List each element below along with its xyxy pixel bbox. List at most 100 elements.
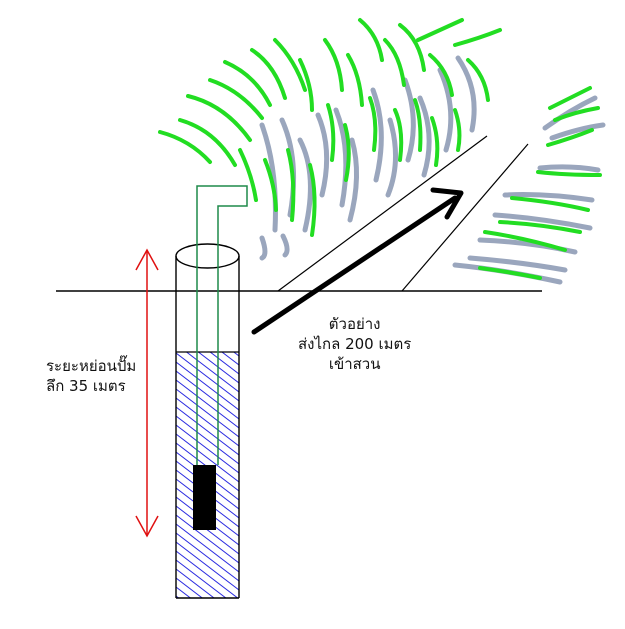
well-casing-top [175,243,240,269]
water-hatch-line [232,352,239,357]
delivery-distance-label: ตัวอย่าง ส่งไกล 200 เมตร เข้าสวน [298,314,411,374]
foliage-leaf [478,266,542,280]
water-hatch-line [209,352,239,375]
foliage-stem [402,77,416,163]
water-hatch-line [176,388,239,438]
water-hatch-line [176,415,239,465]
foliage-stem [549,122,606,141]
foliage-leaf [286,148,296,222]
delivery-distance-label-line1: ตัวอย่าง [328,315,381,333]
foliage-leaf [430,116,440,167]
foliage-leaf [393,108,404,162]
foliage-leaf [453,108,462,152]
foliage-leaf [398,23,426,72]
foliage-leaf [178,118,237,167]
foliage-leaf [250,48,287,100]
foliage-leaf [263,158,278,212]
water-hatch-line [176,370,239,420]
water-hatch-line [176,379,239,429]
water-hatch-line [176,272,239,320]
pump-depth-label-line1: ระยะหย่อนปั๊ม [46,357,137,375]
garden-foliage-leaves-right [478,86,602,280]
foliage-leaf [466,58,490,102]
foliage-leaf [238,148,258,202]
foliage-leaf [346,53,364,107]
water-hatch-line [176,532,239,582]
foliage-stem [297,137,313,233]
foliage-stem [347,137,359,223]
arrow-up-right-icon [251,187,464,335]
water-hatch-line [197,352,239,384]
water-hatch-line [176,605,239,625]
pump-depth-label: ระยะหย่อนปั๊ม ลึก 35 เมตร [46,356,136,396]
foliage-leaf [553,106,600,122]
water-hatch-line [176,281,239,329]
foliage-leaf [326,103,336,162]
foliage-leaf [158,130,212,164]
foliage-stem [259,235,268,261]
foliage-leaf [223,60,272,107]
garden-foliage-stems-right [452,95,606,285]
foliage-stem [492,212,593,231]
outlet-pipe [196,185,248,465]
submersible-pump-icon [193,465,216,530]
water-hatch-line [176,397,239,447]
foliage-leaf [428,53,454,97]
delivery-distance-label-line3: เข้าสวน [328,355,381,373]
garden-foliage-stems-left [259,55,477,261]
foliage-stem [417,95,432,178]
foliage-stem [537,164,601,173]
foliage-leaf [498,220,582,234]
foliage-leaf [413,98,423,152]
foliage-leaf [308,163,317,237]
foliage-stem [467,255,568,273]
groundwater-hatch [176,272,239,625]
foliage-stem [315,112,330,198]
water-hatch-line [176,433,239,483]
foliage-leaf [343,123,351,182]
foliage-leaf [453,28,502,47]
water-hatch-line [176,514,239,564]
delivery-distance-label-line2: ส่งไกล 200 เมตร [298,335,412,353]
foliage-leaf [510,196,590,212]
foliage-leaf [298,58,314,112]
water-hatch-line [176,559,227,598]
foliage-leaf [273,38,307,92]
garden-path-right-edge [401,143,529,292]
water-hatch-line [176,568,215,598]
foliage-stem [502,192,595,203]
foliage-leaf [323,38,344,92]
foliage-leaf [536,170,602,177]
foliage-stem [259,122,278,233]
water-hatch-line [176,406,239,456]
foliage-stem [280,233,290,258]
foliage-stem [455,55,477,133]
water-hatch-line [176,299,239,347]
foliage-stem [333,107,349,208]
water-hatch-line [176,352,239,402]
foliage-stem [385,117,399,198]
pump-depth-label-line2: ลึก 35 เมตร [46,377,126,395]
foliage-leaf [548,86,592,110]
foliage-stem [542,95,598,131]
water-hatch-line [176,290,239,338]
double-arrow-vertical-icon [135,248,159,538]
foliage-leaf [358,18,384,62]
water-hatch-line [176,523,239,573]
water-hatch-line [176,577,204,598]
foliage-leaf [186,94,252,142]
foliage-leaf [208,78,264,120]
garden-path-left-edge [277,135,488,292]
foliage-leaf [383,38,406,87]
water-hatch-line [176,541,239,591]
water-hatch-line [185,352,239,393]
foliage-leaf [483,230,567,252]
foliage-leaf [546,128,594,147]
water-hatch-line [176,361,239,411]
foliage-leaf [368,96,378,152]
water-hatch-line [176,424,239,474]
water-hatch-line [176,595,180,598]
garden-foliage-leaves-left [158,18,502,237]
